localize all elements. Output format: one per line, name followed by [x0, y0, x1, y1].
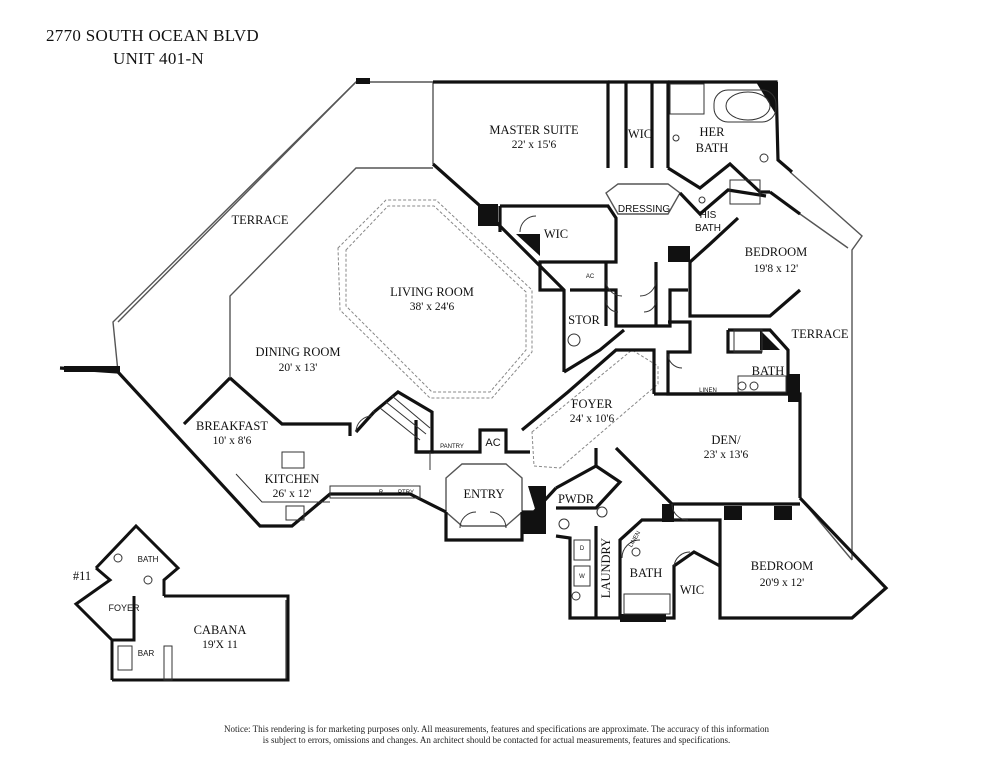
bedroom-2-dims: 20'9 x 12': [760, 577, 804, 589]
cabana-dims: 19'X 11: [202, 639, 238, 651]
wall-blocks: [64, 78, 800, 622]
tub-icon: [725, 91, 771, 121]
foyer-soffit: [531, 349, 659, 469]
entry-label: ENTRY: [464, 487, 505, 501]
breakfast-label: BREAKFAST: [196, 419, 268, 433]
terrace-west-label: TERRACE: [232, 213, 289, 227]
stor-label: STOR: [568, 313, 600, 327]
her-bath-label-1: HER: [700, 125, 726, 139]
living-room-label: LIVING ROOM: [390, 285, 474, 299]
living-room-dims: 38' x 24'6: [410, 301, 455, 313]
living-room-ceiling: [337, 199, 533, 399]
cabana-walls: [73, 523, 290, 682]
cabana-label: CABANA: [194, 623, 247, 637]
linen-1-label: LINEN: [699, 388, 717, 394]
cabana-bath-label: BATH: [138, 555, 159, 564]
terrace-east-label: TERRACE: [792, 327, 849, 341]
ac-small-label: AC: [586, 274, 595, 280]
bedroom-1-label: BEDROOM: [745, 245, 808, 259]
bedroom-2-label: BEDROOM: [751, 559, 814, 573]
washer-label: W: [579, 574, 585, 580]
wic-master-label: WIC: [628, 127, 652, 141]
cabana-labels: #11 BATH FOYER CABANA 19'X 11 BAR: [73, 555, 247, 658]
dressing-label: DRESSING: [618, 204, 670, 215]
den-label: DEN/: [711, 433, 741, 447]
his-bath-label-2: BATH: [695, 223, 721, 234]
her-bath-label-2: BATH: [696, 141, 729, 155]
bedroom-1-dims: 19'8 x 12': [754, 263, 798, 275]
cabana-foyer-label: FOYER: [108, 603, 140, 613]
sink-icon: [672, 134, 680, 142]
foyer-dims: 24' x 10'6: [570, 413, 615, 425]
ac-2-label: AC: [485, 437, 500, 449]
property-address: 2770 SOUTH OCEAN BLVD: [46, 26, 259, 45]
bath-1-label: BATH: [752, 364, 785, 378]
bath-2-label: BATH: [630, 566, 663, 580]
pwdr-label: PWDR: [558, 492, 595, 506]
den-dims: 23' x 13'6: [704, 449, 749, 461]
cabana-bar-label: BAR: [138, 649, 155, 658]
dryer-label: D: [580, 546, 585, 552]
disclaimer-line-2: is subject to errors, omissions and chan…: [262, 735, 731, 745]
pantry-label: PANTRY: [440, 444, 464, 450]
kitchen-pantry-label: PTRY: [398, 490, 414, 496]
dining-room-dims: 20' x 13': [279, 362, 318, 374]
his-bath-label-1: HIS: [700, 210, 717, 221]
laundry-label: LAUNDRY: [599, 538, 613, 598]
kitchen-label: KITCHEN: [265, 472, 320, 486]
breakfast-dims: 10' x 8'6: [213, 435, 252, 447]
room-labels: MASTER SUITE 22' x 15'6 WIC HER BATH DRE…: [196, 123, 849, 598]
linen-2-label: LINEN: [628, 530, 642, 548]
refrigerator-label: R: [379, 490, 384, 496]
toilet-icon: [759, 153, 769, 163]
wic-2-label: WIC: [544, 227, 568, 241]
fixtures: [235, 83, 787, 615]
stairs: [379, 395, 431, 441]
cabana-fixtures: [113, 553, 173, 681]
wic-3-label: WIC: [680, 583, 704, 597]
disclaimer-line-1: Notice: This rendering is for marketing …: [224, 724, 769, 734]
master-suite-dims: 22' x 15'6: [512, 139, 557, 151]
dining-room-label: DINING ROOM: [255, 345, 340, 359]
cabana-number: #11: [73, 569, 91, 583]
master-suite-label: MASTER SUITE: [489, 123, 579, 137]
unit-number: UNIT 401-N: [113, 49, 204, 68]
foyer-label: FOYER: [572, 397, 614, 411]
kitchen-dims: 26' x 12': [273, 488, 312, 500]
